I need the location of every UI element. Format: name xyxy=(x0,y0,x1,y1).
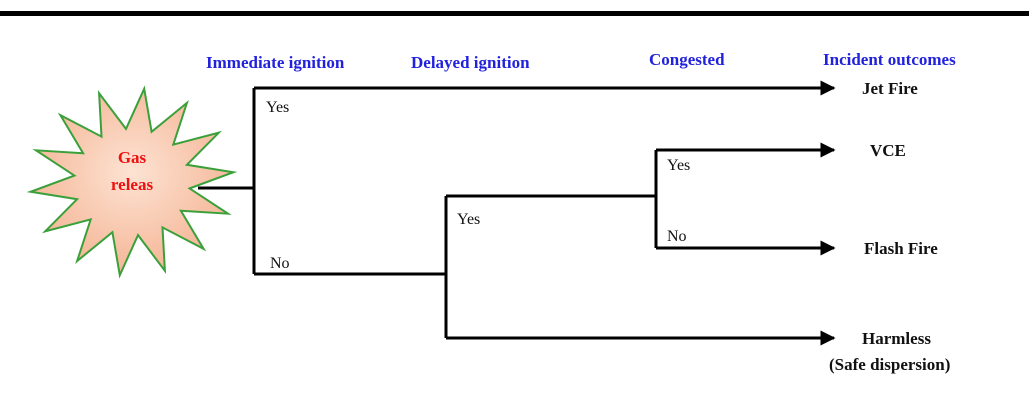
outcome-harmless: Harmless xyxy=(862,329,931,348)
branch-immediate-no: No xyxy=(270,255,290,272)
start-event-label-line1: Gas xyxy=(118,148,147,167)
header-immediate-ignition: Immediate ignition xyxy=(206,53,345,72)
header-delayed-ignition: Delayed ignition xyxy=(411,53,530,72)
gas-release-burst: Gas releas xyxy=(26,85,238,279)
burst-shape xyxy=(26,85,238,279)
top-rule xyxy=(0,11,1029,16)
branch-congested-yes: Yes xyxy=(667,157,690,174)
outcome-jet-fire: Jet Fire xyxy=(862,79,918,98)
branch-congested-no: No xyxy=(667,228,687,245)
branch-immediate-yes: Yes xyxy=(266,99,289,116)
tree-lines xyxy=(198,80,836,346)
outcome-flash-fire: Flash Fire xyxy=(864,239,938,258)
branch-delayed-yes: Yes xyxy=(457,211,480,228)
outcome-harmless-note: (Safe dispersion) xyxy=(829,355,950,374)
start-event-label-line2: releas xyxy=(111,175,154,194)
header-incident-outcomes: Incident outcomes xyxy=(823,50,956,69)
header-congested: Congested xyxy=(649,50,725,69)
outcome-vce: VCE xyxy=(870,141,906,160)
